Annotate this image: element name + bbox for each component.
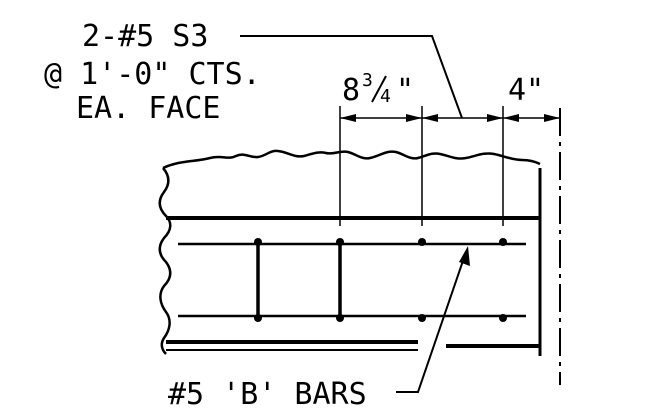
bar-dot xyxy=(254,314,262,322)
top-callout-line1: 2-#5 S3 xyxy=(82,19,208,54)
bar-dot xyxy=(336,238,344,246)
bar-dot xyxy=(499,314,507,322)
dim-spacing-frac-num: 3 xyxy=(362,70,373,91)
dim-arrow xyxy=(544,114,560,122)
bar-dot xyxy=(499,238,507,246)
bar-dot xyxy=(254,238,262,246)
dim-arrow xyxy=(503,114,519,122)
top-break-line xyxy=(162,149,541,170)
bottom-callout-label: #5 'B' BARS xyxy=(168,377,367,412)
bottom-callout-leader xyxy=(396,251,467,393)
dim-spacing-edge: 4" xyxy=(508,73,544,108)
bar-dot xyxy=(336,314,344,322)
bottom-callout-arrow xyxy=(459,246,470,266)
bar-dot xyxy=(418,314,426,322)
top-callout-line2: @ 1'-0" CTS. xyxy=(44,57,261,92)
dim-spacing-frac-den: 4 xyxy=(380,86,391,107)
bar-dot xyxy=(418,238,426,246)
dim-arrow xyxy=(340,114,356,122)
top-callout-line3: EA. FACE xyxy=(76,91,221,126)
left-break-line xyxy=(158,167,172,355)
dim-arrow xyxy=(422,114,438,122)
dim-frac-slash xyxy=(371,75,387,103)
dim-spacing-unit: " xyxy=(396,73,414,108)
dim-arrow xyxy=(406,114,422,122)
dim-arrow xyxy=(487,114,503,122)
top-callout-leader xyxy=(240,35,463,119)
dim-spacing-main: 8 xyxy=(342,73,360,108)
